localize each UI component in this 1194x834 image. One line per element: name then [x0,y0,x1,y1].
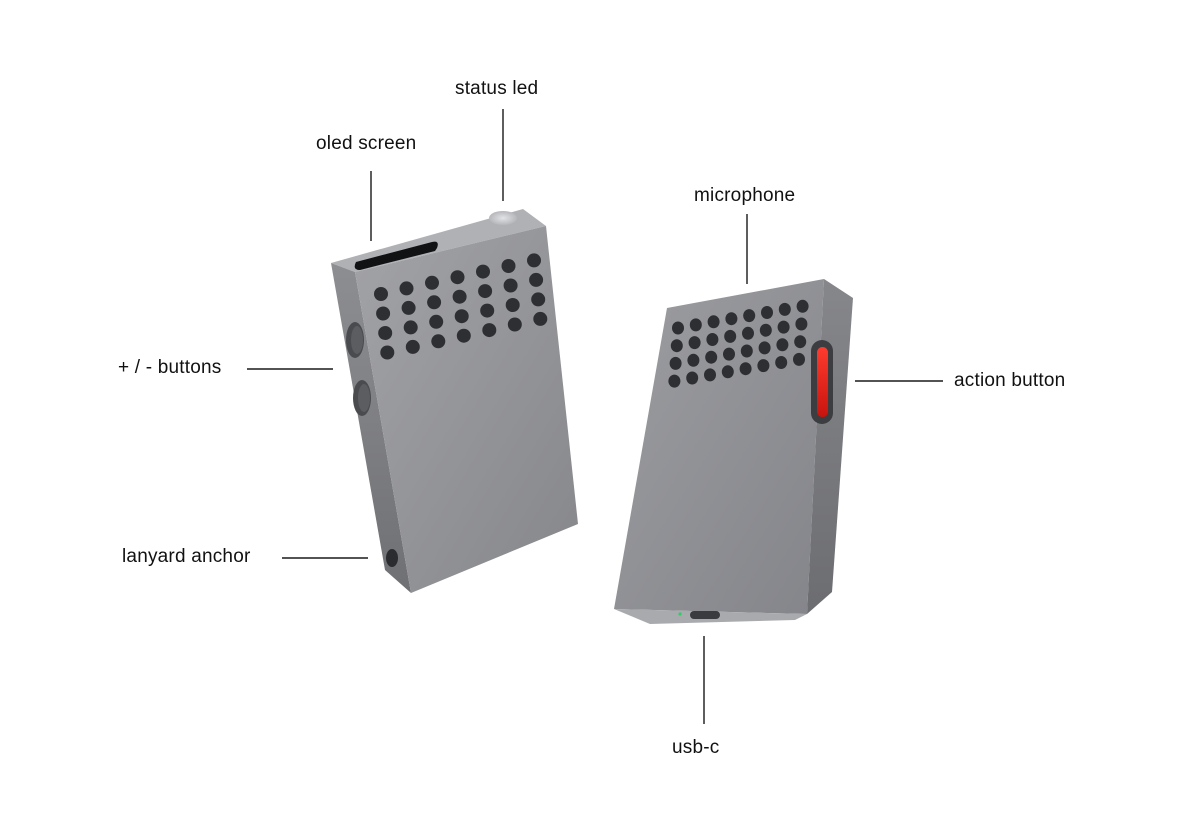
leader-lines [247,109,943,724]
left-grille-hole [380,345,395,360]
right-grille-hole [757,359,770,373]
right-grille-hole [739,362,752,376]
left-grille-hole [452,289,467,304]
left-grille-hole [480,303,495,318]
left-grille-hole [401,300,416,315]
right-grille-hole [705,350,718,364]
left-grille-hole [531,292,546,307]
oled-screen-label: oled screen [316,133,417,154]
right-grille-hole [740,344,753,358]
right-device-front-face [614,279,824,614]
right-grille-hole [688,336,701,350]
status-led [489,211,517,225]
action-button-label: action button [954,370,1066,391]
left-grille-hole [376,306,391,321]
right-grille-hole [743,309,756,323]
right-grille-hole [723,347,735,361]
left-grille-hole [427,295,442,310]
right-grille-hole [721,365,734,379]
usb-c-label: usb-c [672,737,720,758]
left-grille-hole [476,264,490,279]
right-grille-hole [777,320,790,334]
right-grille-hole [742,326,754,340]
oled-screen-slot [354,241,438,270]
left-grille-hole [507,317,522,332]
right-grille-hole [672,321,684,335]
left-grille-hole [478,284,493,299]
right-grille-hole [778,302,791,316]
right-grille-hole [796,299,809,313]
left-grille-hole [425,275,439,290]
left-grille-hole [378,326,393,340]
right-device-side-face [807,279,853,614]
right-grille-hole [776,338,789,352]
right-grille-hole [706,333,719,346]
left-grille-hole [482,323,497,338]
left-grille-hole [403,320,418,335]
left-grille-hole [533,311,548,326]
microphone-label: microphone [694,185,796,206]
left-grille-hole [374,287,388,301]
right-grille-hole [668,374,681,388]
right-grille-hole [795,317,808,331]
right-grille-hole [793,352,805,366]
left-device [331,209,578,593]
right-speaker-grille [668,299,809,388]
left-grille-hole [456,328,471,343]
right-grille-hole [689,318,702,332]
usb-indicator-led [678,612,682,616]
action-button [817,347,828,417]
plus-button-cap [351,326,363,354]
right-grille-hole [686,371,699,385]
right-grille-hole [707,315,720,329]
left-grille-hole [529,272,544,287]
right-grille-hole [794,335,807,349]
right-grille-hole [670,339,683,353]
minus-button-cap [358,384,370,412]
left-grille-hole [450,270,465,285]
left-device-front-face [355,226,578,593]
right-grille-hole [724,329,737,343]
lanyard-anchor-label: lanyard anchor [122,546,251,567]
left-grille-hole [527,253,541,268]
right-grille-hole [704,368,716,382]
right-grille-hole [687,353,700,367]
left-grille-hole [501,259,516,273]
left-grille-hole [503,278,518,293]
status-led-label: status led [455,78,539,99]
right-device [614,279,853,624]
left-grille-hole [429,314,444,329]
right-grille-hole [669,356,682,370]
left-grille-hole [505,298,520,312]
usb-c-port [690,611,720,619]
right-grille-hole [775,356,788,369]
right-grille-hole [758,341,771,355]
left-grille-hole [454,309,469,324]
left-speaker-grille [374,253,548,360]
right-grille-hole [725,312,738,326]
left-grille-hole [431,334,446,349]
left-grille-hole [399,281,414,296]
right-grille-hole [761,306,773,319]
plus-minus-buttons-label: + / - buttons [118,357,222,378]
right-grille-hole [759,323,772,337]
lanyard-anchor [386,549,398,567]
left-grille-hole [405,339,420,354]
